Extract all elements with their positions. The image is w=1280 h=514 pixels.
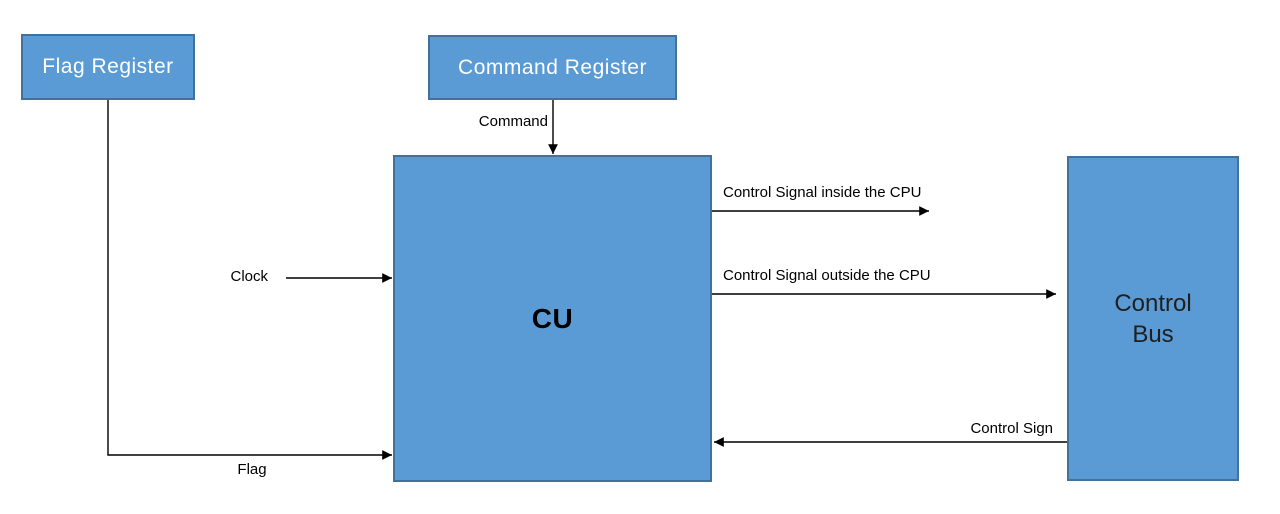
command-register-label: Command Register (458, 55, 647, 79)
cu-label: CU (531, 302, 574, 334)
command-register-node: Command Register (428, 35, 677, 100)
control-bus-node: Control Bus (1067, 156, 1239, 481)
command-edge-label: Command (478, 113, 548, 130)
control-bus-label: Control Bus (1114, 289, 1192, 348)
flag-edge-label: Flag (237, 461, 267, 478)
control-signal-inside-edge-label: Control Signal inside the CPU (723, 184, 922, 201)
flag-register-node: Flag Register (21, 34, 195, 100)
clock-edge-label: Clock (230, 268, 268, 285)
flag-register-label: Flag Register (42, 55, 174, 78)
control-signal-outside-edge-label: Control Signal outside the CPU (723, 267, 931, 284)
control-sign-edge-label: Control Sign (970, 420, 1053, 437)
cu-node: CU (393, 155, 712, 482)
